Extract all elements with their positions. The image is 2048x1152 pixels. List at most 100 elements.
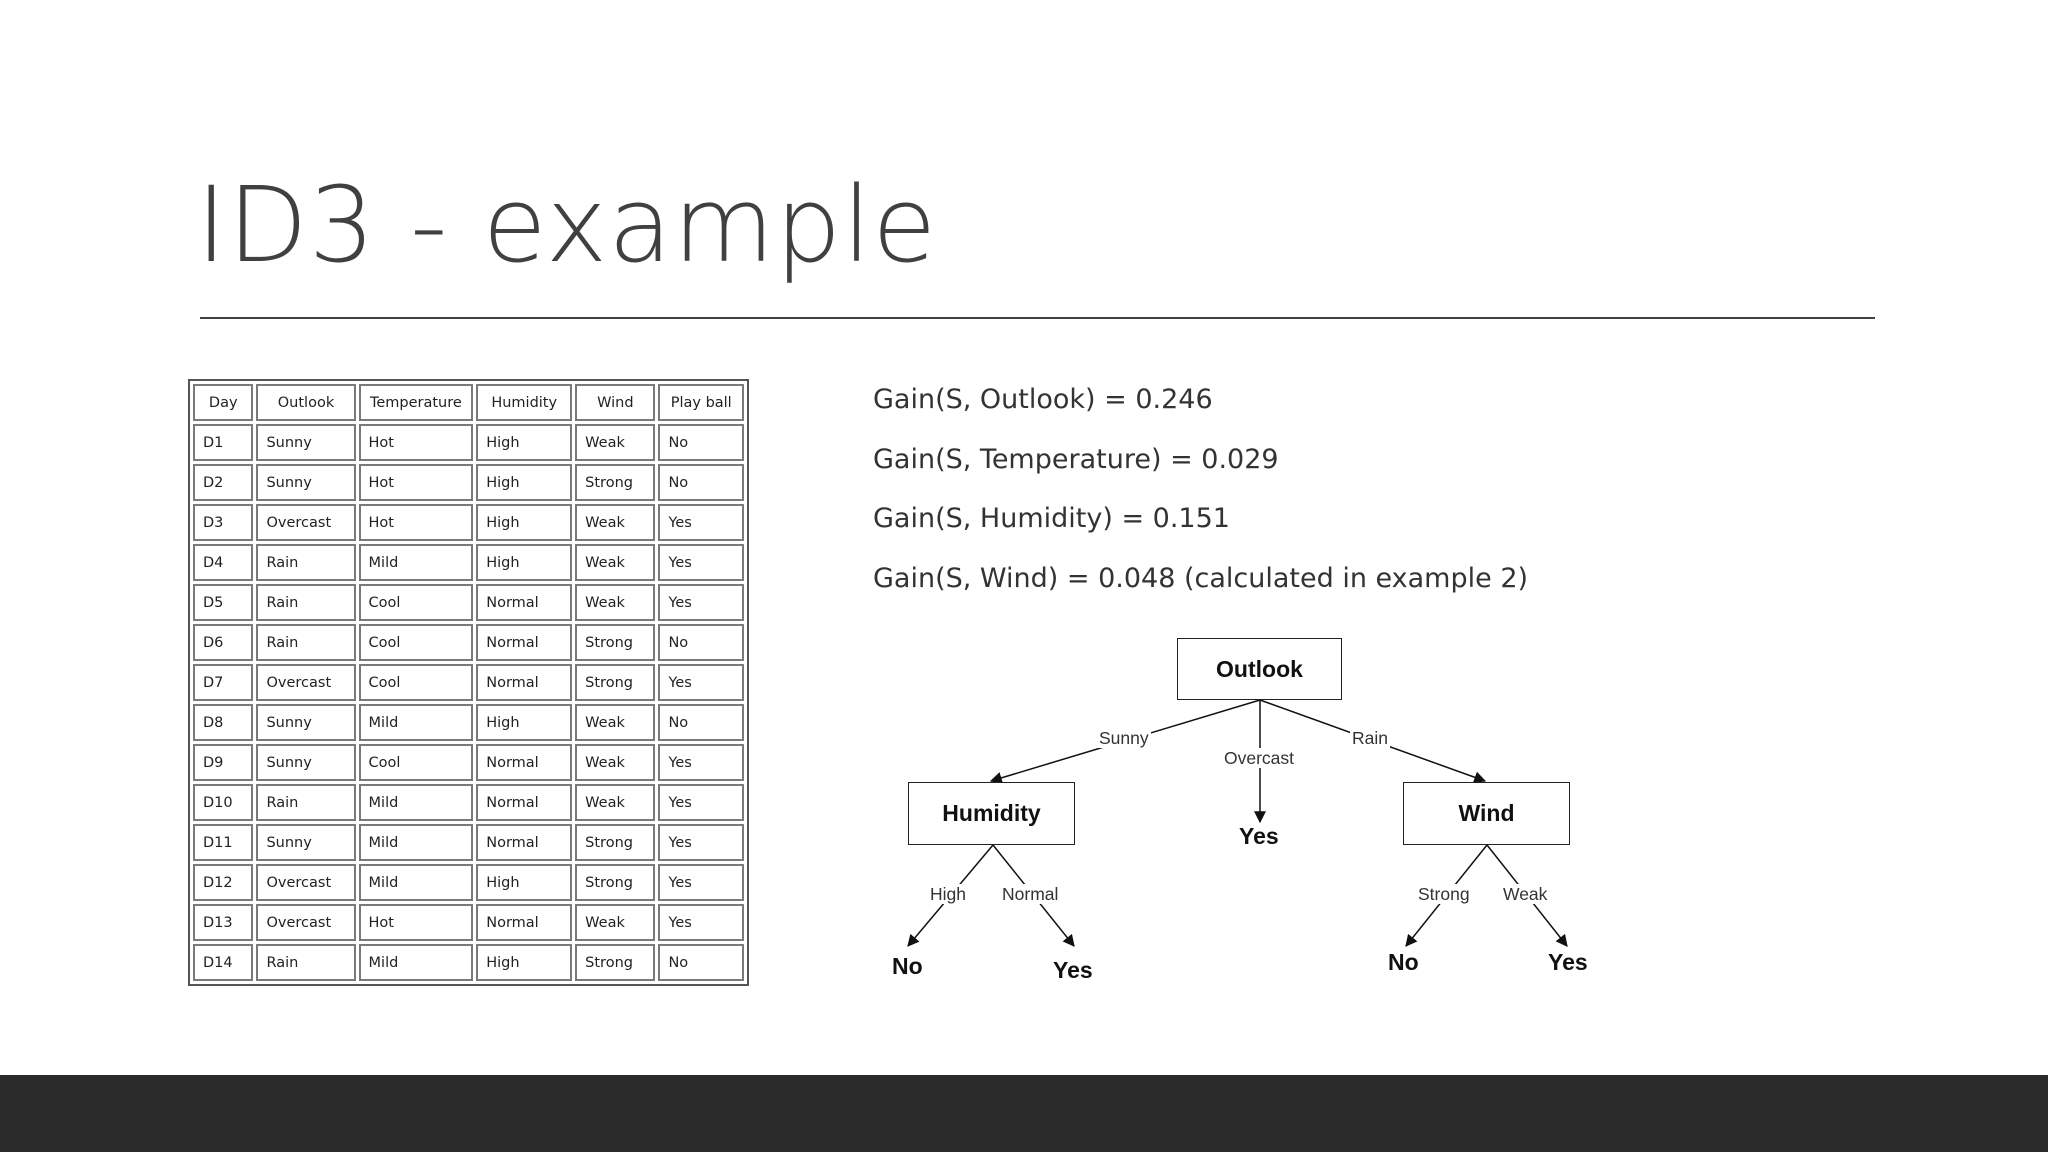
table-cell: Mild	[358, 784, 474, 821]
table-cell: Yes	[658, 544, 744, 581]
edge-label-weak: Weak	[1501, 884, 1550, 904]
table-cell: Hot	[358, 424, 474, 461]
table-cell: Normal	[476, 624, 573, 661]
leaf-weak: Yes	[1548, 949, 1588, 975]
table-cell: Sunny	[256, 704, 356, 741]
table-cell: Weak	[575, 584, 656, 621]
table-cell: Overcast	[256, 664, 356, 701]
table-cell: Rain	[256, 944, 356, 981]
table-cell: D4	[193, 544, 254, 581]
table-cell: Mild	[358, 864, 474, 901]
gain-wind: Gain(S, Wind) = 0.048 (calculated in exa…	[873, 562, 1529, 594]
table-cell: D5	[193, 584, 254, 621]
gain-humidity: Gain(S, Humidity) = 0.151	[873, 503, 1230, 534]
header-day: Day	[193, 384, 254, 421]
table-cell: Cool	[358, 744, 474, 781]
table-cell: Normal	[476, 784, 573, 821]
table-cell: Overcast	[256, 504, 356, 541]
table-cell: D1	[193, 424, 254, 461]
table-cell: High	[476, 504, 573, 541]
table-cell: No	[658, 624, 744, 661]
edge-label-sunny: Sunny	[1097, 728, 1151, 748]
table-cell: Sunny	[256, 744, 356, 781]
table-cell: Overcast	[256, 904, 356, 941]
table-cell: Strong	[575, 624, 656, 661]
table-cell: Strong	[575, 944, 656, 981]
table-cell: Yes	[658, 504, 744, 541]
table-cell: High	[476, 464, 573, 501]
table-cell: Mild	[358, 944, 474, 981]
node-outlook: Outlook	[1177, 638, 1342, 700]
table-cell: Mild	[358, 704, 474, 741]
table-cell: High	[476, 704, 573, 741]
table-cell: Mild	[358, 544, 474, 581]
table-cell: D2	[193, 464, 254, 501]
node-humidity: Humidity	[908, 782, 1075, 845]
table-cell: D6	[193, 624, 254, 661]
edge-label-high: High	[928, 884, 968, 904]
table-cell: Weak	[575, 704, 656, 741]
table-cell: Sunny	[256, 464, 356, 501]
table-cell: Normal	[476, 744, 573, 781]
table-cell: D3	[193, 504, 254, 541]
table-cell: D9	[193, 744, 254, 781]
gain-outlook: Gain(S, Outlook) = 0.246	[873, 384, 1213, 415]
table-cell: Weak	[575, 424, 656, 461]
table-cell: Weak	[575, 904, 656, 941]
leaf-strong: No	[1388, 949, 1419, 975]
table-cell: High	[476, 944, 573, 981]
table-cell: Sunny	[256, 824, 356, 861]
header-temperature: Temperature	[358, 384, 474, 421]
table-cell: D12	[193, 864, 254, 901]
table-cell: No	[658, 704, 744, 741]
table-cell: Normal	[476, 584, 573, 621]
leaf-high: No	[892, 953, 923, 979]
table-cell: D13	[193, 904, 254, 941]
play-ball-table: Day Outlook Temperature Humidity Wind Pl…	[188, 379, 749, 986]
decision-tree: Outlook Humidity Wind Sunny Overcast Rai…	[860, 625, 1620, 995]
table-cell: Overcast	[256, 864, 356, 901]
table-cell: Mild	[358, 824, 474, 861]
table-cell: D7	[193, 664, 254, 701]
table-cell: Yes	[658, 784, 744, 821]
table-cell: Cool	[358, 664, 474, 701]
table-cell: Weak	[575, 544, 656, 581]
table-cell: D8	[193, 704, 254, 741]
table-cell: High	[476, 424, 573, 461]
table-cell: Yes	[658, 664, 744, 701]
table-cell: Yes	[658, 744, 744, 781]
table-cell: Rain	[256, 624, 356, 661]
table-cell: No	[658, 424, 744, 461]
header-wind: Wind	[575, 384, 656, 421]
table-header-row: Day Outlook Temperature Humidity Wind Pl…	[193, 384, 744, 421]
table-cell: Sunny	[256, 424, 356, 461]
gain-temperature: Gain(S, Temperature) = 0.029	[873, 443, 1279, 475]
table-cell: Cool	[358, 584, 474, 621]
leaf-normal: Yes	[1053, 957, 1093, 983]
table-cell: Weak	[575, 504, 656, 541]
gain-list: Gain(S, Outlook) = 0.246 Gain(S, Tempera…	[873, 370, 1528, 608]
table-cell: Weak	[575, 784, 656, 821]
table-cell: Weak	[575, 744, 656, 781]
table-cell: D14	[193, 944, 254, 981]
table-cell: D10	[193, 784, 254, 821]
table-cell: High	[476, 864, 573, 901]
table-cell: Hot	[358, 504, 474, 541]
table-cell: Normal	[476, 904, 573, 941]
header-humidity: Humidity	[476, 384, 573, 421]
table-cell: Rain	[256, 784, 356, 821]
header-play-ball: Play ball	[658, 384, 744, 421]
